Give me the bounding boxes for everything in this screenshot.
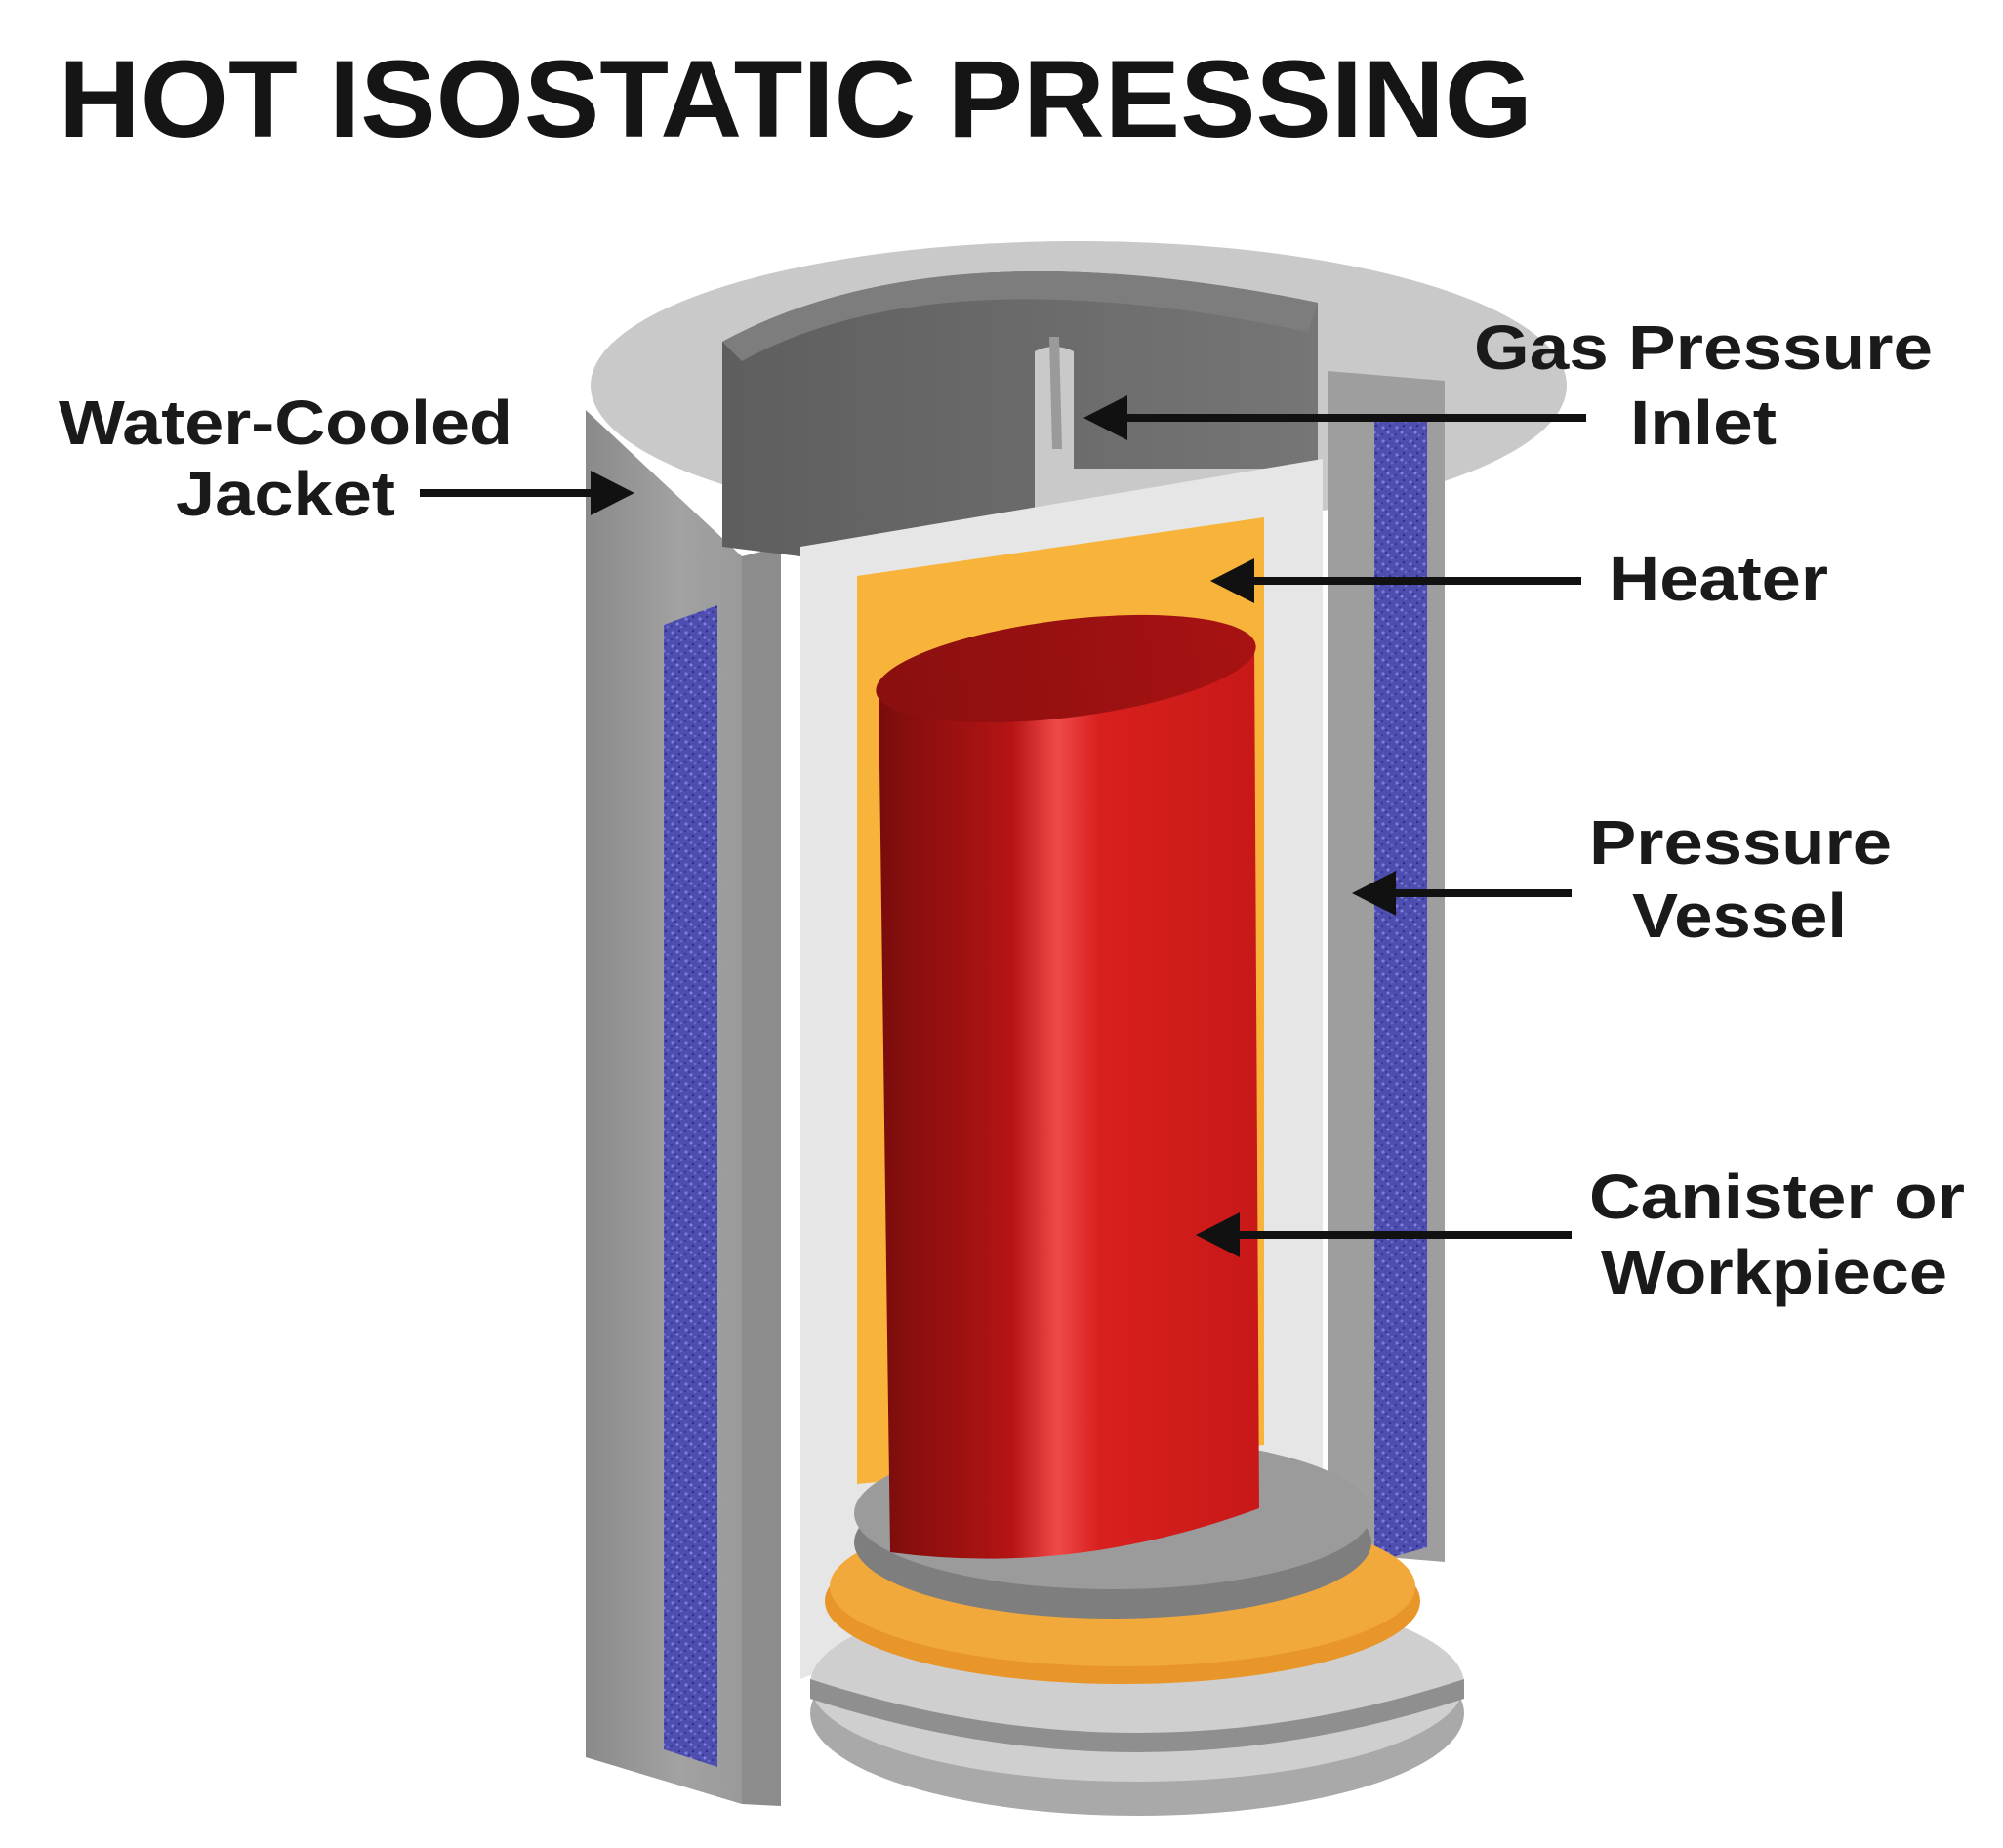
label-canister-workpiece-line1: Canister or xyxy=(1589,1162,1965,1232)
label-gas-pressure-inlet-line2: Inlet xyxy=(1630,388,1777,458)
label-pressure-vessel-line2: Vessel xyxy=(1632,881,1847,951)
diagram-title: HOT ISOSTATIC PRESSING xyxy=(59,38,1533,160)
workpiece-top xyxy=(876,614,1256,723)
workpiece-cylinder xyxy=(879,644,1259,1559)
label-water-cooled-jacket-line1: Water-Cooled xyxy=(59,388,512,458)
gas-inlet-slot xyxy=(1049,337,1062,449)
label-canister-workpiece-line2: Workpiece xyxy=(1601,1237,1947,1307)
base-plate-lower-rim xyxy=(810,1679,1464,1752)
jacket-inner-edge xyxy=(742,547,781,1806)
cooling-channel-left xyxy=(664,605,717,1767)
vessel-illustration xyxy=(586,241,1567,1816)
arrow-head-heater xyxy=(1210,558,1254,603)
label-water-cooled-jacket-line2: Jacket xyxy=(176,459,395,529)
label-gas-pressure-inlet-line1: Gas Pressure xyxy=(1474,312,1933,383)
label-heater: Heater xyxy=(1609,544,1828,614)
arrow-head-canister-workpiece xyxy=(1196,1212,1240,1257)
arrow-head-water-cooled-jacket xyxy=(591,471,634,515)
callout-arrows xyxy=(420,395,1586,1257)
top-closure-top-face xyxy=(722,271,1318,361)
top-closure-block xyxy=(722,271,1318,586)
cooling-channel-right xyxy=(1374,415,1427,1562)
arrow-head-gas-pressure-inlet xyxy=(1083,395,1127,440)
label-pressure-vessel-line1: Pressure xyxy=(1589,807,1892,878)
callout-labels: Water-Cooled Jacket Gas Pressure Inlet H… xyxy=(59,312,1965,1307)
arrow-head-pressure-vessel xyxy=(1352,871,1396,916)
